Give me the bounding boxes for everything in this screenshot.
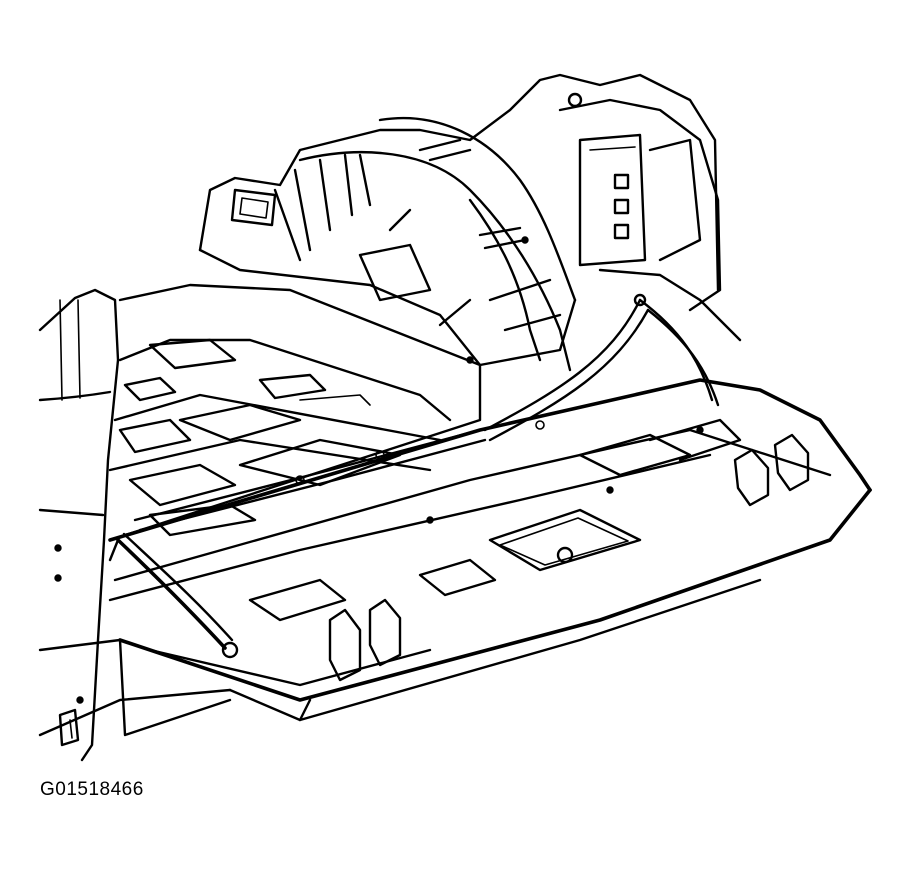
fastener-details <box>54 236 704 704</box>
wiring-harness <box>108 298 720 650</box>
left-side-panel <box>38 288 232 762</box>
rear-cross-member <box>108 378 872 722</box>
cargo-floor-pan <box>108 283 482 542</box>
wheel-house <box>198 73 720 372</box>
right-quarter-panel <box>558 92 742 342</box>
figure-code: G01518466 <box>40 779 144 800</box>
